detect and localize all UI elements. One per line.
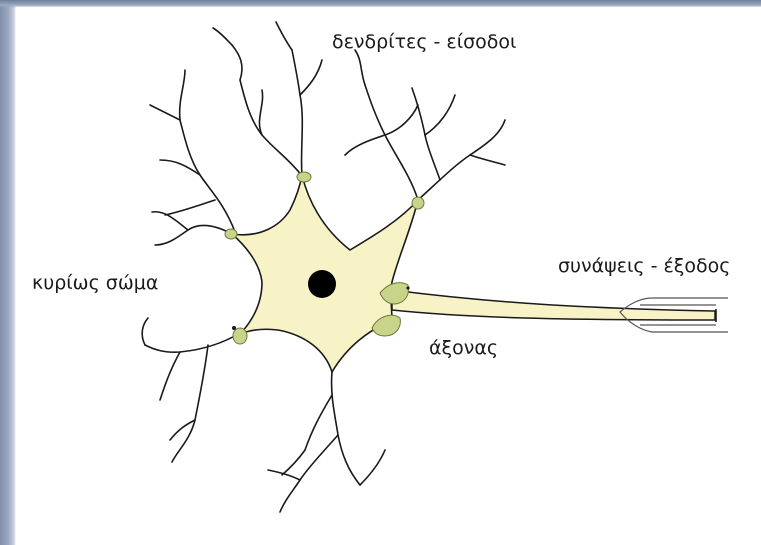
knob-left xyxy=(225,229,237,239)
dendrite-bottom-branch-5 xyxy=(282,450,305,475)
dendrite-top-right-branch-7 xyxy=(425,95,455,135)
dendrite-top-left-branch-1 xyxy=(180,70,185,120)
dendrite-bottom-branch-4 xyxy=(268,470,300,480)
diagram-canvas: δενδρίτες - είσοδοι κυρίως σώμα συνάψεις… xyxy=(16,7,761,545)
dendrite-top-left-branch-2 xyxy=(160,160,200,175)
dendrite-top-right-branch-3 xyxy=(345,135,385,155)
label-synapses: συνάψεις - έξοδος xyxy=(558,255,761,277)
dendrite-bottom-left-branch-1 xyxy=(160,352,180,400)
label-soma: κυρίως σώμα xyxy=(32,272,158,294)
dendrite-top-left-branch-4 xyxy=(150,105,180,120)
nucleus xyxy=(308,270,336,298)
dendrite-top-right xyxy=(365,85,418,200)
dendrite-top-center-branch-1 xyxy=(232,45,242,80)
knob-bottom-left xyxy=(233,328,247,344)
dendrite-bottom-left-branch-4 xyxy=(142,318,148,345)
dendrite-top-center-branch-5 xyxy=(276,22,292,50)
dendrite-top-left-branch-3 xyxy=(165,200,215,215)
dendrite-top-center xyxy=(240,80,302,176)
dendrite-top-right-branch-1 xyxy=(385,105,418,135)
dendrite-left xyxy=(155,225,232,245)
dendrite-top-right-branch-5 xyxy=(470,155,505,165)
dendrite-top-left xyxy=(180,120,235,232)
label-axon: άξονας xyxy=(429,337,498,359)
dendrite-top-center-branch-3 xyxy=(292,50,302,176)
dendrite-bottom-branch-3 xyxy=(360,450,385,485)
dendrite-bottom-branch-2 xyxy=(305,395,332,450)
knob-top-right xyxy=(412,197,424,209)
dendrite-bottom-branch-1 xyxy=(280,435,338,512)
dendrite-top-center-branch-6 xyxy=(213,28,232,45)
dendrite-bottom-left-branch-2 xyxy=(172,345,208,462)
dendrite-bottom xyxy=(332,372,360,485)
dendrite-top-right-branch-4 xyxy=(418,120,505,200)
label-dendrites: δενδρίτες - είσοδοι xyxy=(332,31,516,53)
dendrite-top-right-branch-2 xyxy=(355,50,365,85)
knob-top-center xyxy=(297,172,311,182)
dendrite-bottom-left xyxy=(145,333,240,352)
dendrite-top-center-branch-4 xyxy=(300,60,322,95)
dendrite-top-center-branch-2 xyxy=(259,90,262,135)
